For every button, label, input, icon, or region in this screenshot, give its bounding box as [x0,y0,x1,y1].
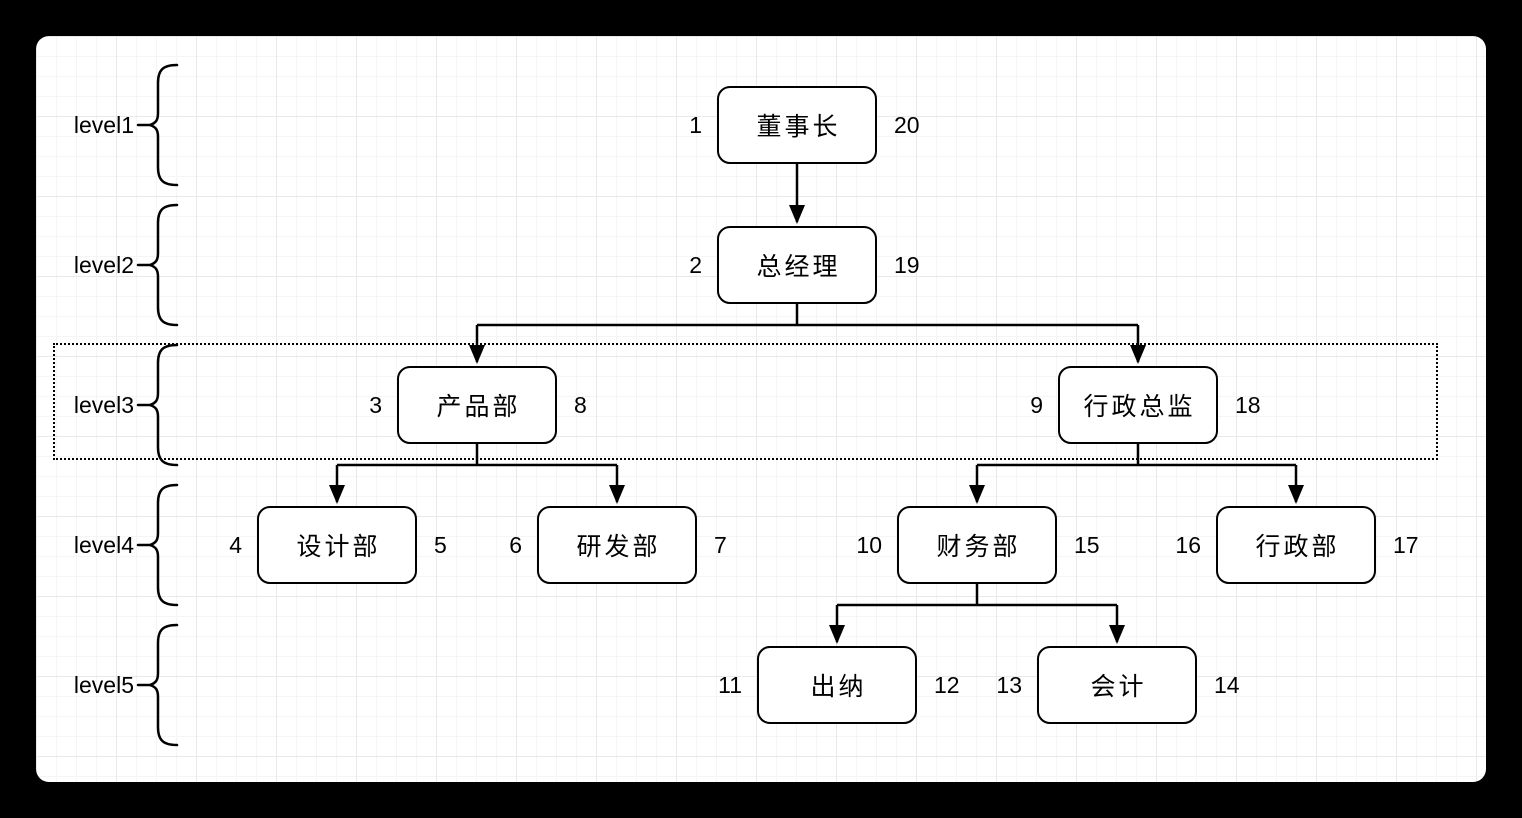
node-box-accountant: 会计 [1037,646,1197,724]
level3-dotted-outline [53,343,1438,460]
rgt-value: 20 [894,111,920,138]
lft-value: 2 [689,251,702,278]
rgt-value: 12 [934,671,960,698]
rgt-value: 18 [1235,391,1261,418]
node-admin-dept: 16 行政部 17 [1146,506,1446,584]
node-box-product-dept: 产品部 [397,366,557,444]
lft-value: 16 [1175,531,1201,558]
node-rd-dept: 6 研发部 7 [467,506,767,584]
node-product-dept: 3 产品部 8 [327,366,627,444]
node-box-chairman: 董事长 [717,86,877,164]
node-finance-dept: 10 财务部 15 [827,506,1127,584]
rgt-value: 17 [1393,531,1419,558]
rgt-value: 5 [434,531,447,558]
node-box-design-dept: 设计部 [257,506,417,584]
lft-value: 4 [229,531,242,558]
level5-label: level5 [73,672,134,698]
node-design-dept: 4 设计部 5 [187,506,487,584]
node-chairman: 1 董事长 20 [647,86,947,164]
lft-value: 10 [856,531,882,558]
lft-value: 13 [996,671,1022,698]
node-accountant: 13 会计 14 [967,646,1267,724]
lft-value: 9 [1030,391,1043,418]
lft-value: 11 [718,671,742,698]
rgt-value: 15 [1074,531,1100,558]
level2-label: level2 [73,252,134,278]
node-admin-director: 9 行政总监 18 [988,366,1288,444]
rgt-value: 14 [1214,671,1240,698]
rgt-value: 19 [894,251,920,278]
node-box-admin-director: 行政总监 [1058,366,1218,444]
level3-label: level3 [73,392,134,418]
rgt-value: 7 [714,531,727,558]
lft-value: 3 [369,391,382,418]
node-cashier: 11 出纳 12 [687,646,987,724]
lft-value: 6 [509,531,522,558]
level1-label: level1 [73,112,134,138]
node-box-admin-dept: 行政部 [1216,506,1376,584]
rgt-value: 8 [574,391,587,418]
node-box-general-manager: 总经理 [717,226,877,304]
level4-label: level4 [73,532,134,558]
node-box-finance-dept: 财务部 [897,506,1057,584]
lft-value: 1 [689,111,702,138]
node-box-rd-dept: 研发部 [537,506,697,584]
node-box-cashier: 出纳 [757,646,917,724]
node-general-manager: 2 总经理 19 [647,226,947,304]
